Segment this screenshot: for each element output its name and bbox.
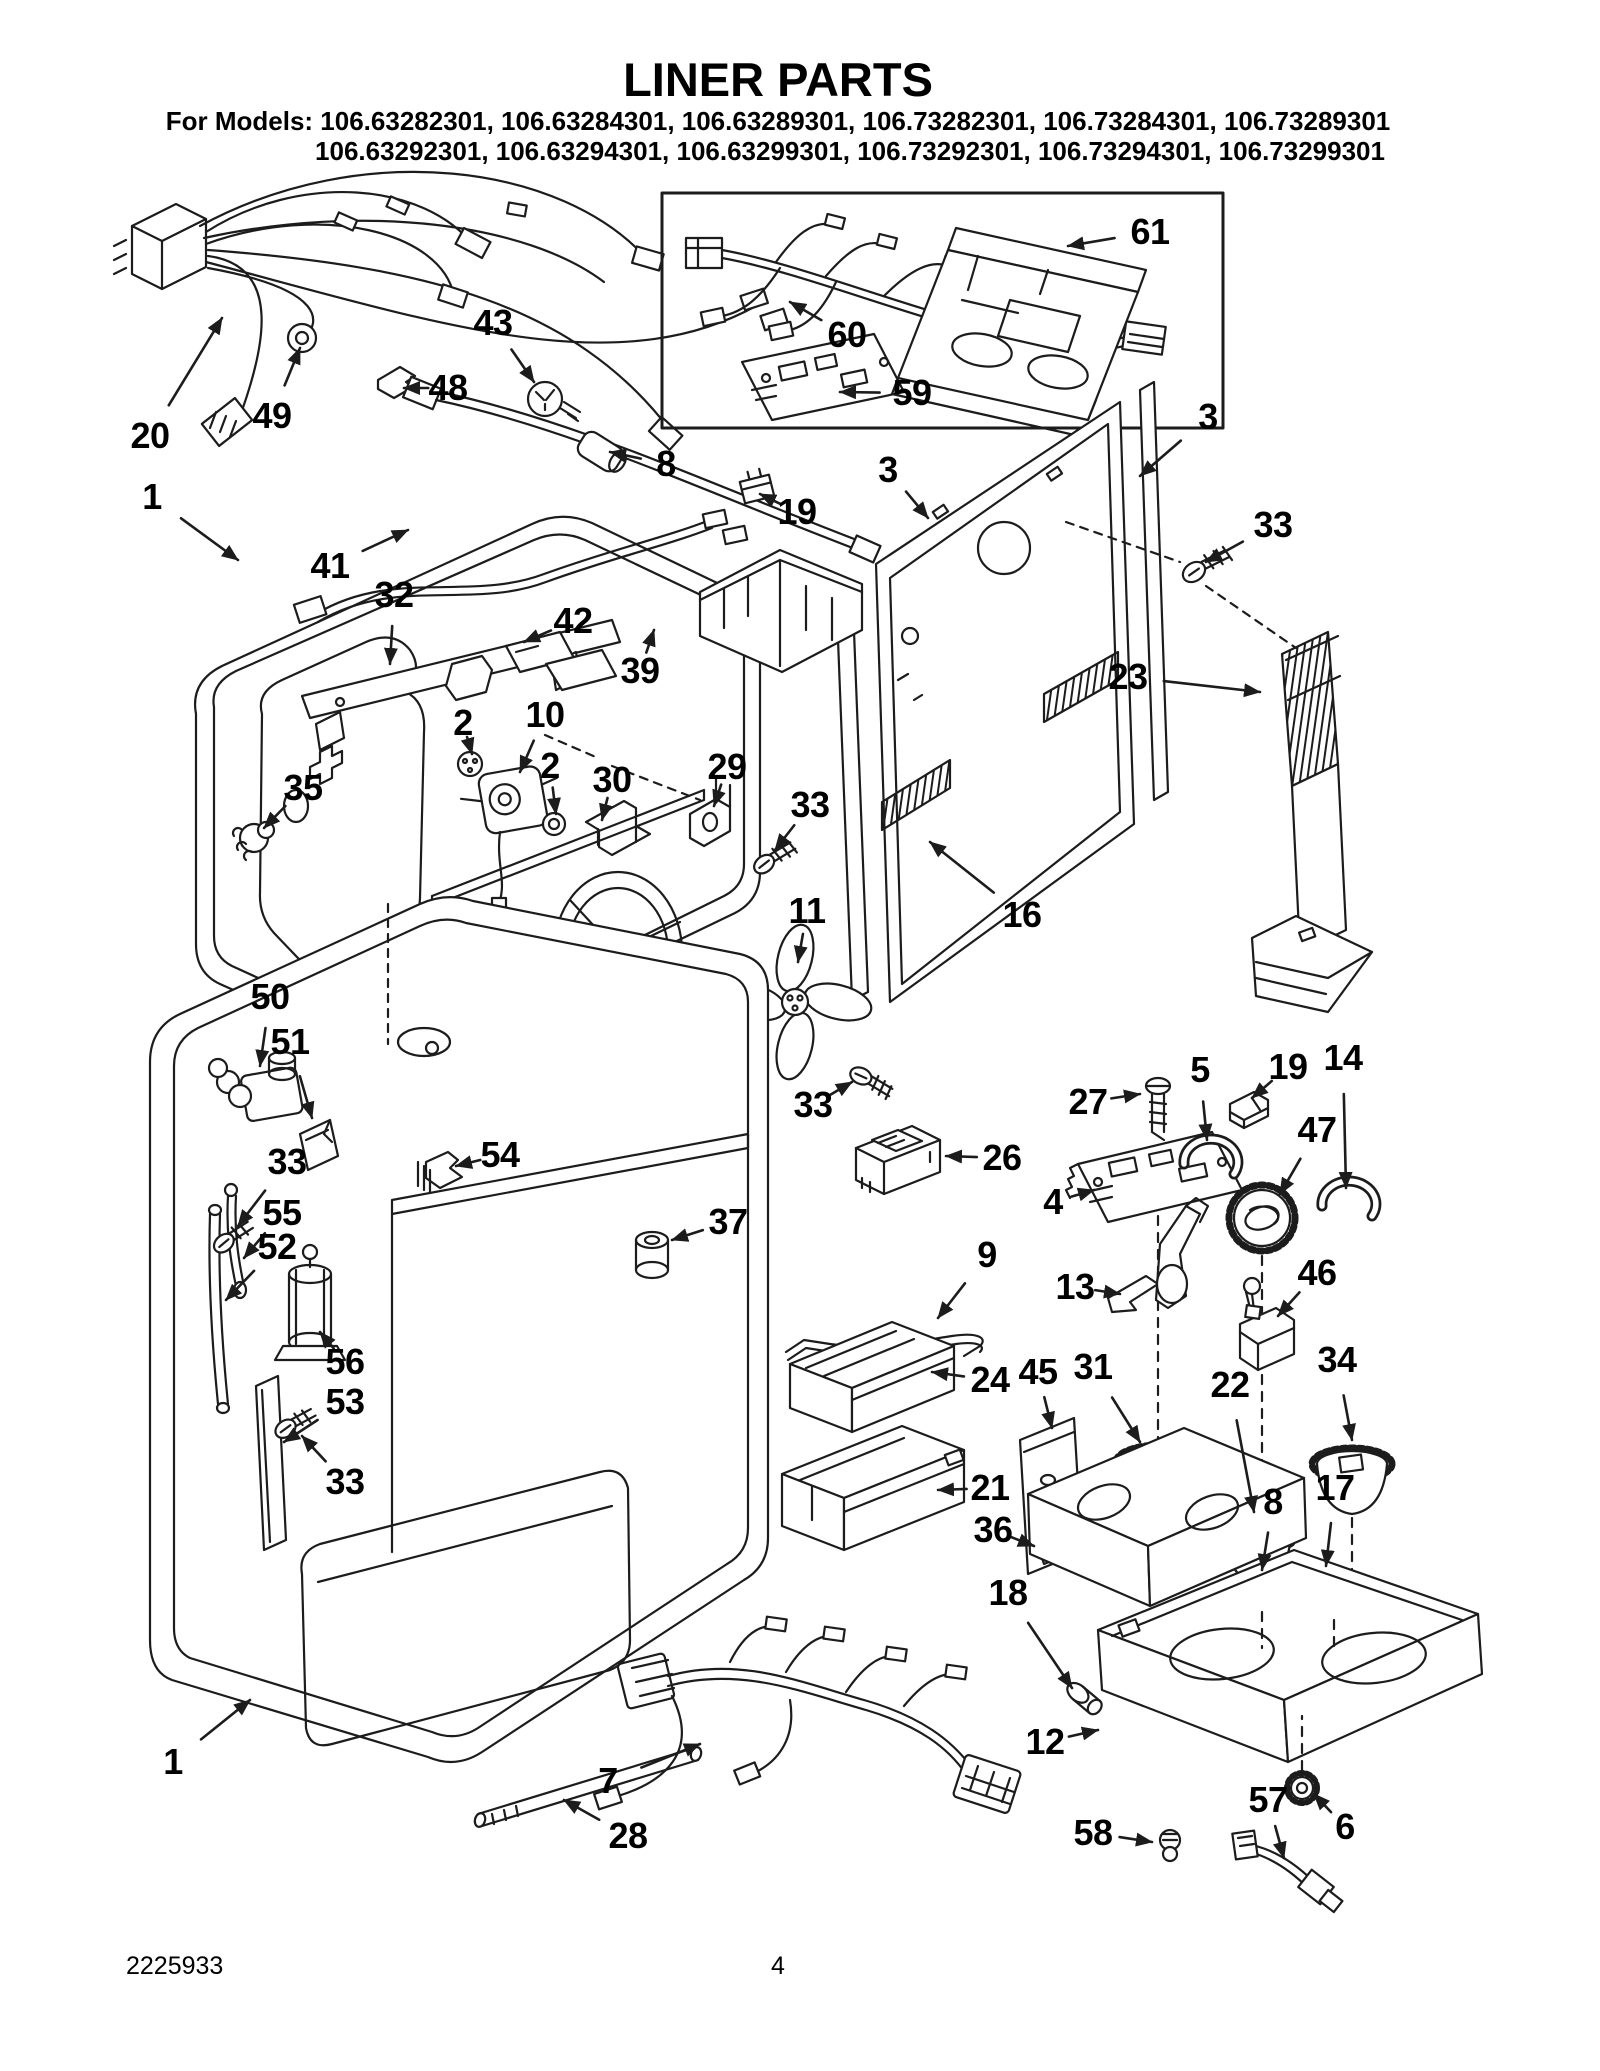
leader-line-58 — [1118, 1832, 1154, 1847]
leader-line-11 — [793, 932, 808, 964]
leader-line-49 — [283, 346, 302, 387]
screw-icon — [1144, 1076, 1172, 1142]
leader-line-19 — [1250, 1079, 1274, 1100]
leader-line-8 — [608, 448, 643, 463]
leader-line-42 — [522, 629, 553, 644]
refrigerator-liner-drawing — [148, 896, 770, 1764]
leader-line-33 — [829, 1080, 854, 1097]
leader-line-12 — [1067, 1726, 1100, 1741]
leader-line-57 — [1272, 1824, 1287, 1860]
leader-line-8 — [1257, 1531, 1272, 1572]
leader-line-17 — [1320, 1521, 1335, 1568]
leader-line-2 — [547, 786, 561, 816]
rear-panel-assembly-drawing — [834, 380, 1374, 1014]
leader-line-32 — [383, 624, 398, 666]
leader-line-16 — [928, 840, 996, 894]
leader-line-31 — [1110, 1396, 1142, 1444]
screw-icon — [1181, 545, 1234, 584]
leader-line-33 — [773, 823, 796, 852]
leader-line-55 — [242, 1231, 267, 1260]
leader-line-2 — [460, 735, 475, 756]
bottom-harness-drawing — [473, 1615, 1022, 1828]
dispenser-tray-drawing — [890, 226, 1148, 440]
leader-line-33 — [236, 1189, 267, 1228]
damper-tower-drawing — [1250, 630, 1374, 1014]
water-system-drawing — [207, 902, 670, 1552]
leader-line-6 — [1312, 1792, 1333, 1814]
leader-line-14 — [1338, 1092, 1353, 1190]
leader-line-46 — [1276, 1291, 1301, 1318]
drip-pan-drawing — [1096, 1548, 1484, 1764]
leader-line-26 — [944, 1149, 979, 1164]
leader-line-43 — [510, 348, 536, 384]
models-list-line2: 106.63292301, 106.63294301, 106.63299301… — [315, 136, 1385, 166]
leader-line-33 — [1204, 540, 1245, 564]
leader-line-23 — [1162, 679, 1262, 698]
leader-line-47 — [1278, 1157, 1302, 1196]
leader-line-3 — [1138, 439, 1183, 478]
leader-line-60 — [788, 300, 823, 322]
leader-line-51 — [298, 1074, 315, 1120]
leader-line-34 — [1342, 1394, 1356, 1442]
leader-line-37 — [670, 1228, 705, 1242]
leader-line-1 — [179, 516, 240, 562]
timer-motor-icon — [459, 765, 558, 835]
models-list-line1: For Models: 106.63282301, 106.63284301, … — [165, 106, 1391, 136]
freezer-liner-drawing — [193, 508, 864, 1064]
leader-line-45 — [1041, 1395, 1055, 1430]
leader-line-7 — [640, 1742, 702, 1769]
leader-line-1 — [199, 1698, 252, 1741]
leader-line-41 — [361, 528, 410, 553]
leader-line-36 — [1010, 1533, 1036, 1548]
leader-line-61 — [1066, 236, 1116, 251]
leader-line-22 — [1235, 1419, 1258, 1514]
leader-line-59 — [838, 385, 881, 400]
leader-line-52 — [224, 1269, 256, 1302]
leader-line-39 — [642, 628, 656, 654]
leader-line-29 — [712, 783, 726, 808]
adaptive-defrost-module-drawing — [854, 1124, 942, 1196]
callout-leader-lines — [167, 236, 1356, 1860]
leader-line-19 — [758, 492, 782, 508]
leader-line-4 — [1070, 1187, 1096, 1202]
inset-box-border — [660, 191, 1225, 430]
leader-line-56 — [318, 1330, 336, 1350]
leader-line-20 — [167, 316, 224, 407]
lamp-socket-icon — [576, 430, 627, 473]
leader-line-53 — [282, 1418, 319, 1444]
leader-line-27 — [1110, 1089, 1142, 1104]
leader-line-18 — [1026, 1621, 1074, 1690]
leader-line-50 — [255, 1026, 270, 1068]
top-left-wire-harness-drawing — [112, 170, 789, 451]
screw-icon — [212, 1220, 254, 1254]
page-number: 4 — [771, 1952, 785, 1980]
leader-line-54 — [454, 1155, 482, 1169]
document-number: 2225933 — [126, 1952, 224, 1980]
control-housing-parts-drawing — [1026, 1076, 1484, 1914]
page-title: LINER PARTS — [623, 53, 933, 106]
screw-icon — [849, 1066, 894, 1101]
leader-line-33 — [300, 1434, 327, 1463]
leader-line-30 — [599, 796, 613, 822]
leader-line-9 — [936, 1282, 967, 1320]
screw-icon — [753, 840, 798, 875]
leader-line-28 — [562, 1798, 601, 1822]
leader-line-5 — [1198, 1100, 1213, 1142]
leader-line-10 — [518, 739, 536, 774]
leader-line-21 — [936, 1482, 968, 1497]
leader-line-13 — [1093, 1284, 1122, 1299]
leader-line-35 — [262, 804, 287, 830]
inset-parts-box — [660, 191, 1225, 440]
leader-line-24 — [930, 1367, 966, 1382]
leader-line-3 — [904, 490, 930, 520]
control-board-drawing — [740, 332, 906, 422]
